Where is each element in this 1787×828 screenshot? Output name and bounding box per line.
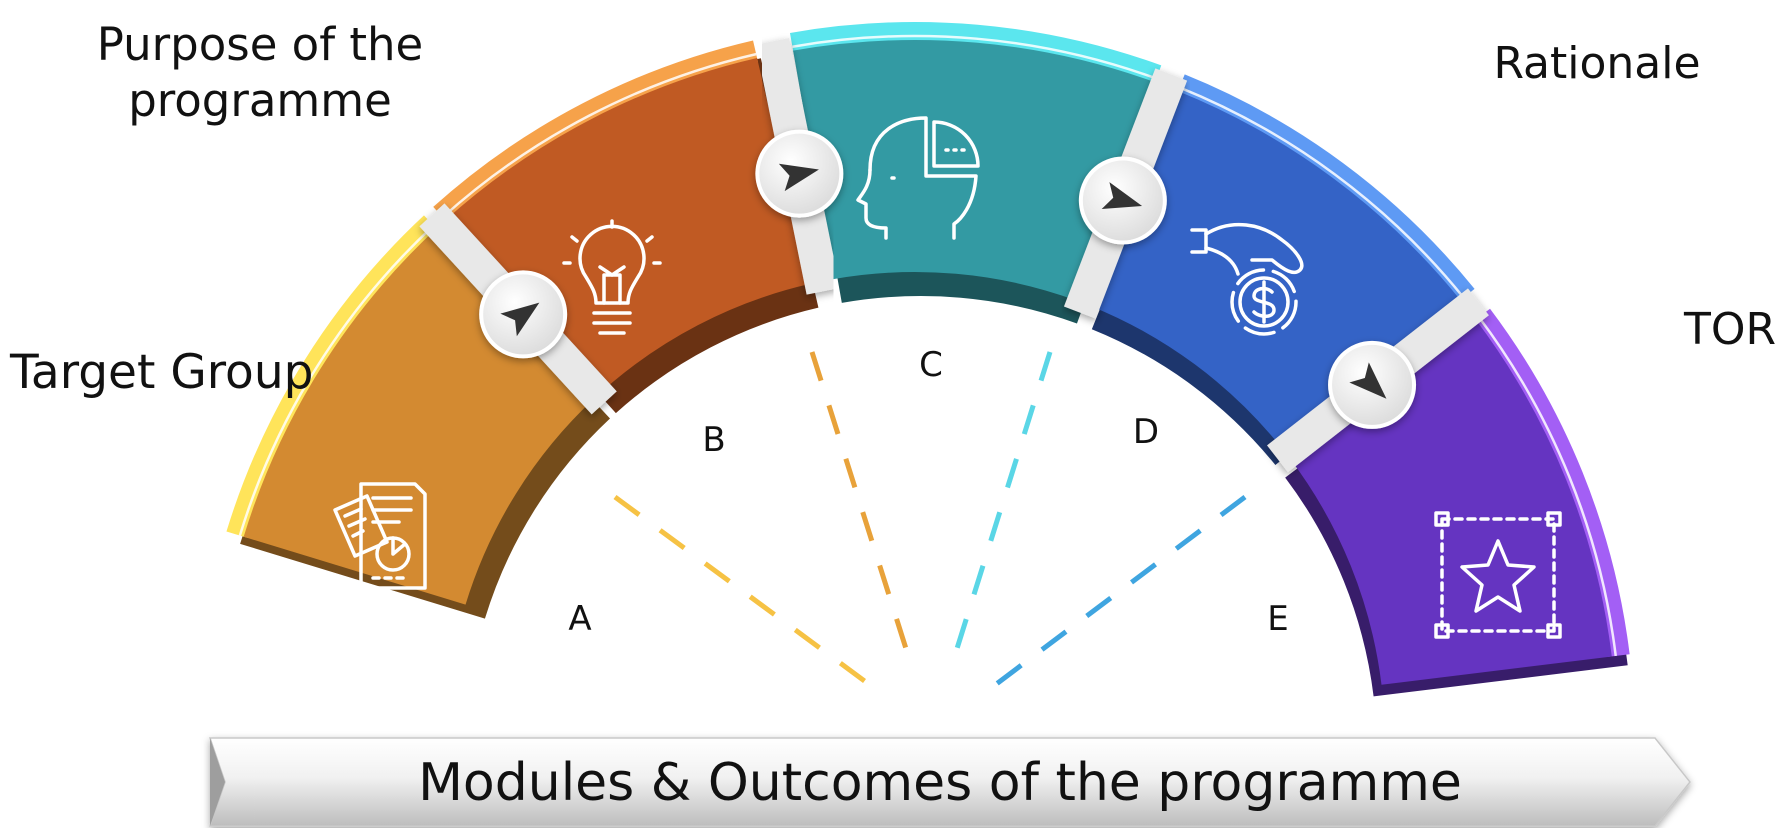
connector-1: [419, 203, 617, 415]
segment-highlight: [1477, 316, 1617, 657]
segment-highlight: [238, 224, 435, 536]
dashed-ray-4: [993, 495, 1247, 687]
connector-4: [1267, 288, 1489, 473]
segment-edge: [789, 21, 1162, 87]
label-purpose-line1: Purpose of the: [97, 18, 423, 71]
report-documents-icon: [333, 482, 427, 590]
label-rationale: Rationale: [1493, 38, 1700, 89]
connectors-group: [419, 37, 1489, 473]
dashed-ray-3: [952, 351, 1053, 656]
bottom-banner: [208, 737, 1691, 827]
segment-letter-c: C: [919, 345, 943, 385]
arrow-icon: [778, 163, 819, 192]
dashed-ray-2: [809, 351, 911, 656]
segment-highlight: [792, 34, 1157, 80]
segment-edge: [1176, 74, 1475, 303]
segment-c: [789, 21, 1165, 324]
connector-2: [755, 37, 844, 295]
segment-highlight: [1179, 86, 1465, 299]
segment-face: [793, 39, 1156, 301]
arrow-icon: [1101, 182, 1143, 210]
label-tor: TOR: [1683, 304, 1776, 355]
hand-coin-icon: [1190, 222, 1304, 336]
segment-letter-b: B: [702, 420, 725, 460]
segment-letter-a: A: [568, 599, 591, 639]
segment-highlight: [441, 52, 757, 219]
banner-title: Modules & Outcomes of the programme: [418, 753, 1462, 813]
dashed-rays: [613, 351, 1247, 688]
star-selection-icon: [1434, 511, 1562, 639]
segment-letter-e: E: [1267, 599, 1288, 639]
label-target-group: Target Group: [9, 345, 313, 400]
segment-letter-d: D: [1133, 412, 1159, 452]
connector-3: [1063, 68, 1188, 319]
arrow-icon: [1349, 362, 1387, 399]
lightbulb-icon: [562, 219, 662, 335]
head-pie-chart-icon: [856, 116, 980, 240]
label-purpose-line2: programme: [128, 74, 392, 127]
arrow-icon: [500, 302, 540, 337]
dashed-ray-1: [613, 494, 872, 688]
